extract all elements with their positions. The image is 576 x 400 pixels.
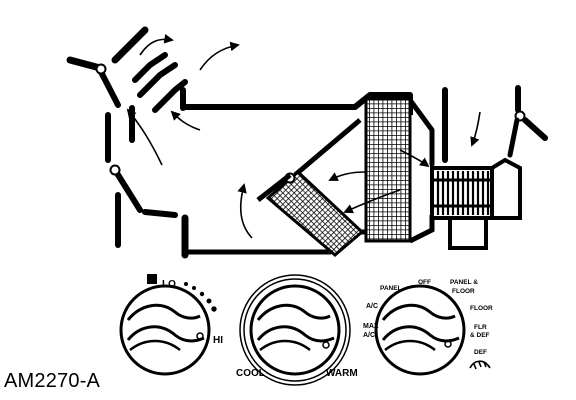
mode-label-max-ac: A/C [363,332,375,339]
mode-label-max: MAX [363,323,379,330]
mode-label-panel-floor-2: FLOOR [452,288,475,295]
defrost-icon [469,360,491,370]
panel-floor-doors [105,105,189,259]
mode-label-panel-floor-1: PANEL & [450,279,478,286]
blower-housing [408,165,435,244]
blower-wheel [430,157,522,250]
blower-speed-knob[interactable]: LO HI [119,274,223,376]
temperature-label-cool: COOL [236,368,265,379]
mode-label-ac: A/C [366,303,378,310]
mode-label-def: DEF [474,349,487,356]
blower-label-lo: LO [162,279,176,290]
temperature-knob[interactable]: COOL WARM [236,274,358,386]
mode-label-flr-def-2: & DEF [470,332,490,339]
blower-off-marker-icon [147,274,157,284]
defrost-outlet-doors [66,26,188,113]
airflow-arrows [126,34,481,239]
figure-id-label: AM2270-A [4,370,101,392]
blower-speed-dots [184,282,217,312]
outside-recirc-door [442,85,548,163]
heater-core [256,169,365,257]
mode-label-panel: PANEL [380,285,402,292]
blower-label-hi: HI [213,335,223,346]
mode-label-off: OFF [418,279,431,286]
function-mode-knob[interactable]: PANEL OFF PANEL & FLOOR FLOOR FLR & DEF … [363,279,493,376]
temperature-label-warm: WARM [326,368,358,379]
mode-label-floor: FLOOR [470,305,493,312]
mode-label-flr-def-1: FLR [474,324,487,331]
evaporator-core [364,97,412,243]
